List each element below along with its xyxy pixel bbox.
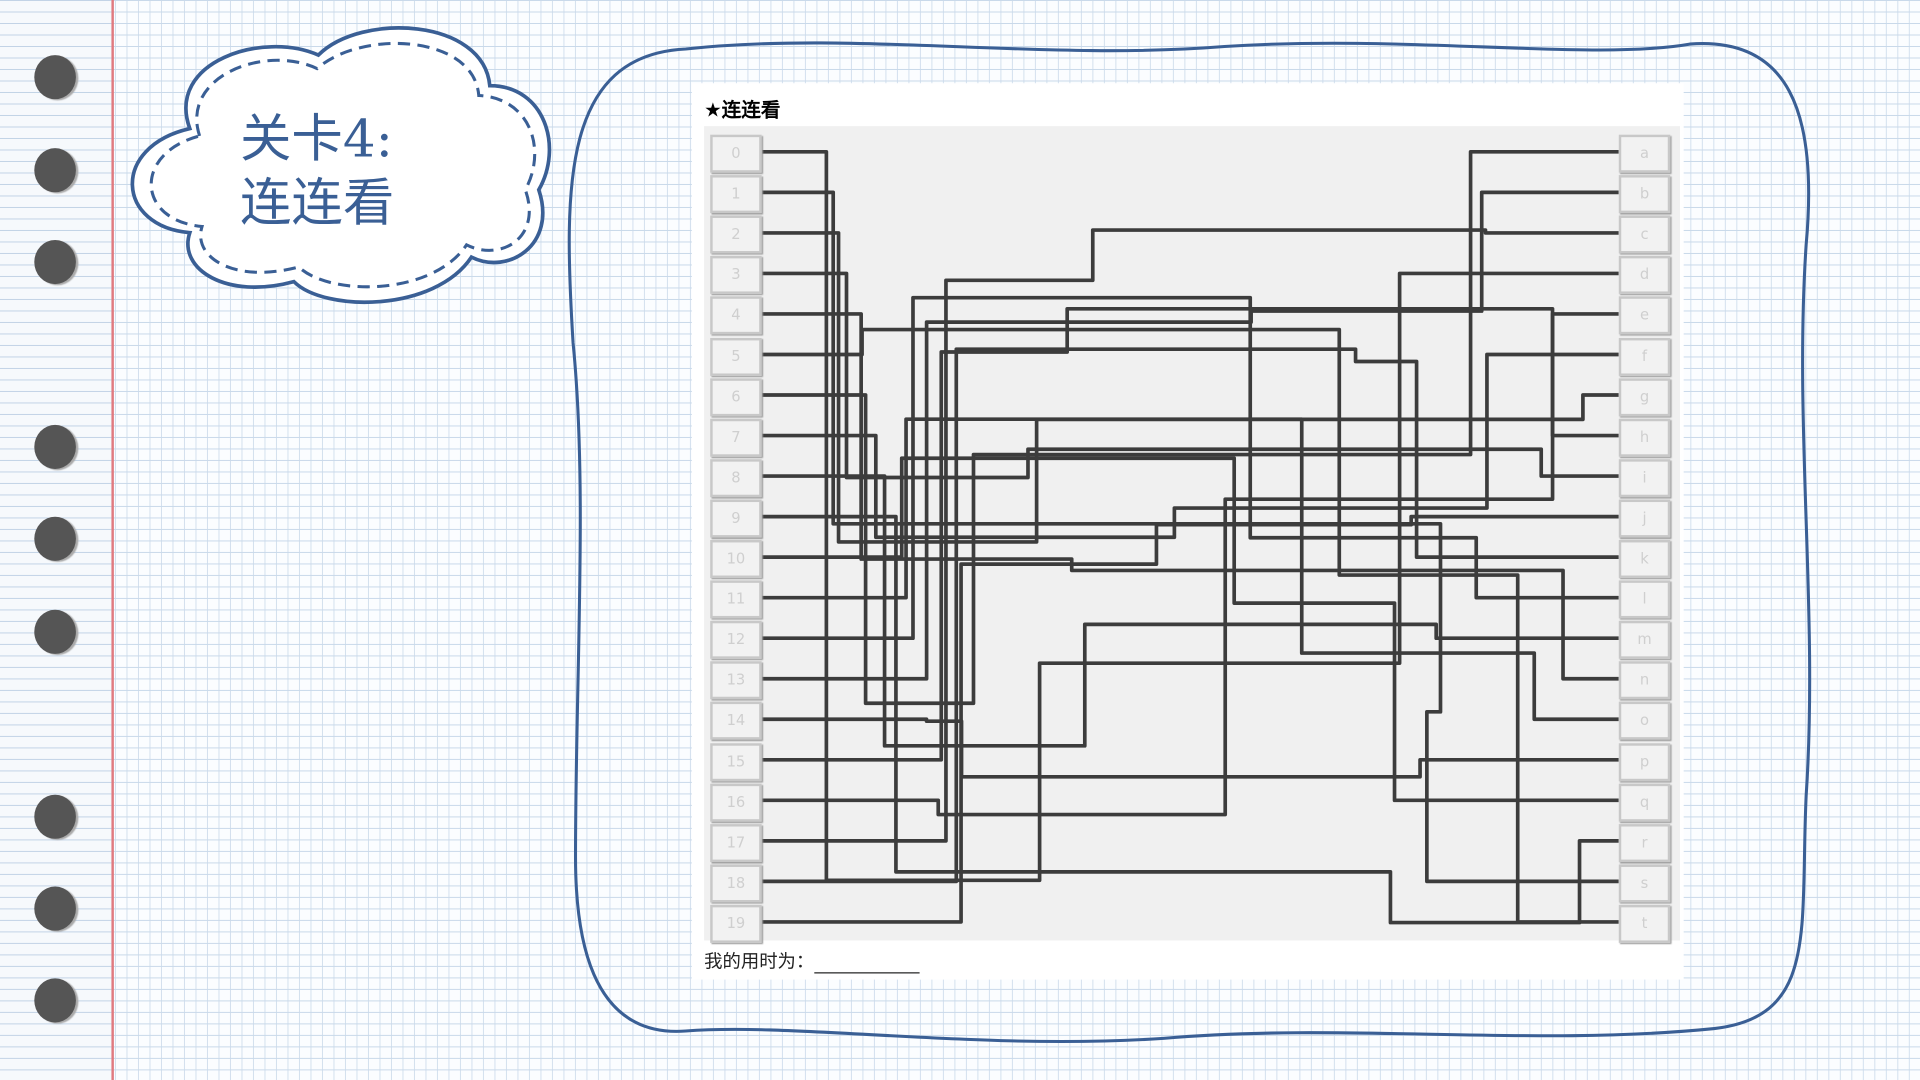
right-label-box: k: [1618, 540, 1671, 578]
connection-line: [759, 514, 1619, 924]
right-label-box: t: [1618, 904, 1671, 943]
left-label-box: 6: [710, 377, 762, 416]
binder-hole: [34, 516, 76, 561]
binder-hole: [34, 240, 76, 285]
connection-line: [759, 231, 1619, 544]
connection-line: [759, 150, 1619, 706]
connection-line: [759, 190, 1619, 884]
left-label-box: 8: [710, 458, 762, 497]
left-label-box: 1: [710, 175, 762, 214]
right-label-box: c: [1618, 215, 1671, 254]
right-label-box: m: [1618, 621, 1671, 660]
connection-line: [759, 347, 1619, 884]
left-label-box: 2: [710, 215, 762, 254]
right-label-box: g: [1618, 377, 1671, 416]
left-label-box: 15: [710, 742, 762, 781]
puzzle-title: ★连连看: [704, 97, 781, 122]
right-label-box: p: [1618, 742, 1671, 781]
left-label-box: 10: [710, 540, 762, 578]
right-label-box: s: [1618, 864, 1671, 903]
left-label-box: 7: [710, 418, 762, 457]
right-label-box: r: [1618, 823, 1671, 862]
left-label-box: 14: [710, 702, 762, 741]
left-label-box: 17: [710, 823, 762, 862]
right-label-box: i: [1618, 458, 1671, 497]
connection-line: [759, 271, 1619, 480]
left-label-box: 18: [710, 864, 762, 903]
left-label-box: 12: [710, 621, 762, 660]
connection-line: [759, 306, 1619, 762]
time-label: 我的用时为：: [704, 950, 815, 973]
binder-hole: [34, 148, 76, 193]
connection-line: [759, 514, 1619, 925]
binder-hole: [34, 424, 76, 469]
connection-line: [759, 327, 1619, 924]
connection-line: [759, 295, 1619, 641]
right-label-box: n: [1618, 661, 1671, 700]
connection-line: [759, 228, 1619, 843]
left-label-box: 11: [710, 580, 762, 619]
left-label-box: 16: [710, 783, 762, 822]
right-label-box: j: [1618, 499, 1671, 538]
binder-hole: [34, 794, 76, 839]
connection-lines: [759, 150, 1619, 925]
right-label-box: e: [1618, 296, 1671, 335]
binder-hole: [34, 978, 76, 1023]
level-title-line2: 连连看: [240, 172, 395, 233]
cloud-badge: [130, 26, 552, 304]
right-label-box: l: [1618, 580, 1671, 619]
level-title: 关卡4: 连连看: [240, 108, 394, 235]
connection-line: [759, 190, 1619, 681]
time-blank[interactable]: [814, 953, 920, 974]
left-label-box: 4: [710, 296, 762, 335]
time-field: 我的用时为：: [704, 948, 920, 974]
binder-hole: [34, 886, 76, 931]
level-title-line1: 关卡4:: [240, 108, 393, 169]
connection-line: [759, 312, 1619, 817]
left-label-box: 3: [710, 256, 762, 295]
right-label-box: h: [1618, 418, 1671, 457]
right-label-box: q: [1618, 783, 1671, 822]
right-label-box: f: [1618, 337, 1671, 376]
right-label-box: d: [1618, 256, 1671, 295]
left-label-box: 0: [710, 134, 762, 173]
left-label-box: 19: [710, 904, 762, 943]
connection-line: [759, 474, 1619, 748]
left-label-box: 9: [710, 499, 762, 538]
right-label-box: b: [1618, 175, 1671, 214]
left-label-box: 5: [710, 337, 762, 376]
connection-line: [759, 717, 1619, 779]
connection-line: [759, 456, 1619, 803]
binder-hole: [34, 55, 76, 100]
right-label-box: o: [1618, 702, 1671, 741]
binder-hole: [34, 609, 76, 654]
margin-line: [111, 0, 114, 1080]
right-label-box: a: [1618, 134, 1671, 173]
connection-line: [759, 352, 1619, 540]
left-label-box: 13: [710, 661, 762, 700]
